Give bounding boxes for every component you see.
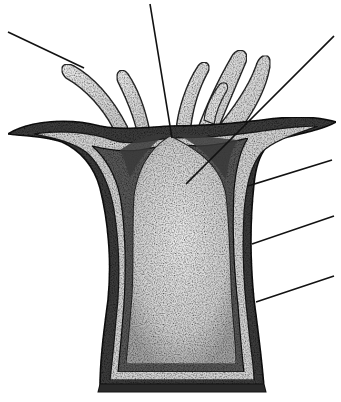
leader-line-ectoderm-lower <box>256 276 334 302</box>
leader-line-mesoglea <box>252 216 334 244</box>
basal-disc <box>98 384 266 392</box>
hydra-body <box>8 117 336 392</box>
leader-line-ectoderm-upper <box>248 160 332 186</box>
leader-line-tentacle <box>8 32 84 68</box>
leader-line-mouth <box>150 4 172 138</box>
